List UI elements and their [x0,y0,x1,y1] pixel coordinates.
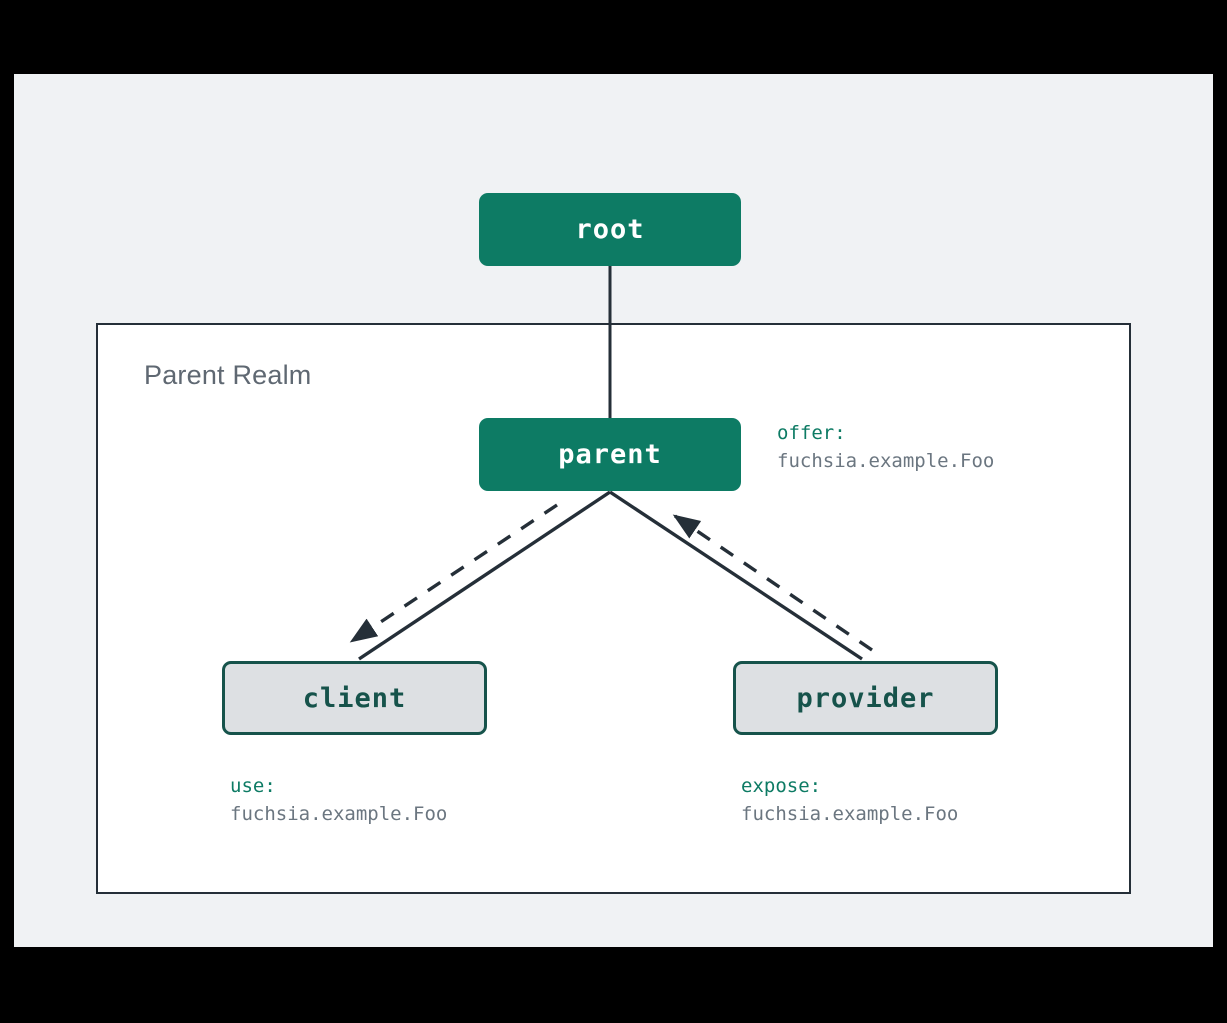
annotation-offer-keyword: offer: [777,422,846,444]
node-client[interactable]: client [222,661,487,735]
annotation-use: use: fuchsia.example.Foo [230,772,447,828]
annotation-expose-capability: fuchsia.example.Foo [741,803,959,825]
annotation-offer: offer: fuchsia.example.Foo [777,419,994,475]
annotation-expose-keyword: expose: [741,775,822,797]
annotation-use-capability: fuchsia.example.Foo [230,803,448,825]
node-parent[interactable]: parent [479,418,741,491]
parent-realm-label: Parent Realm [144,360,312,390]
annotation-offer-capability: fuchsia.example.Foo [777,450,995,472]
annotation-expose: expose: fuchsia.example.Foo [741,772,958,828]
node-root[interactable]: root [479,193,741,266]
node-provider[interactable]: provider [733,661,998,735]
annotation-use-keyword: use: [230,775,276,797]
